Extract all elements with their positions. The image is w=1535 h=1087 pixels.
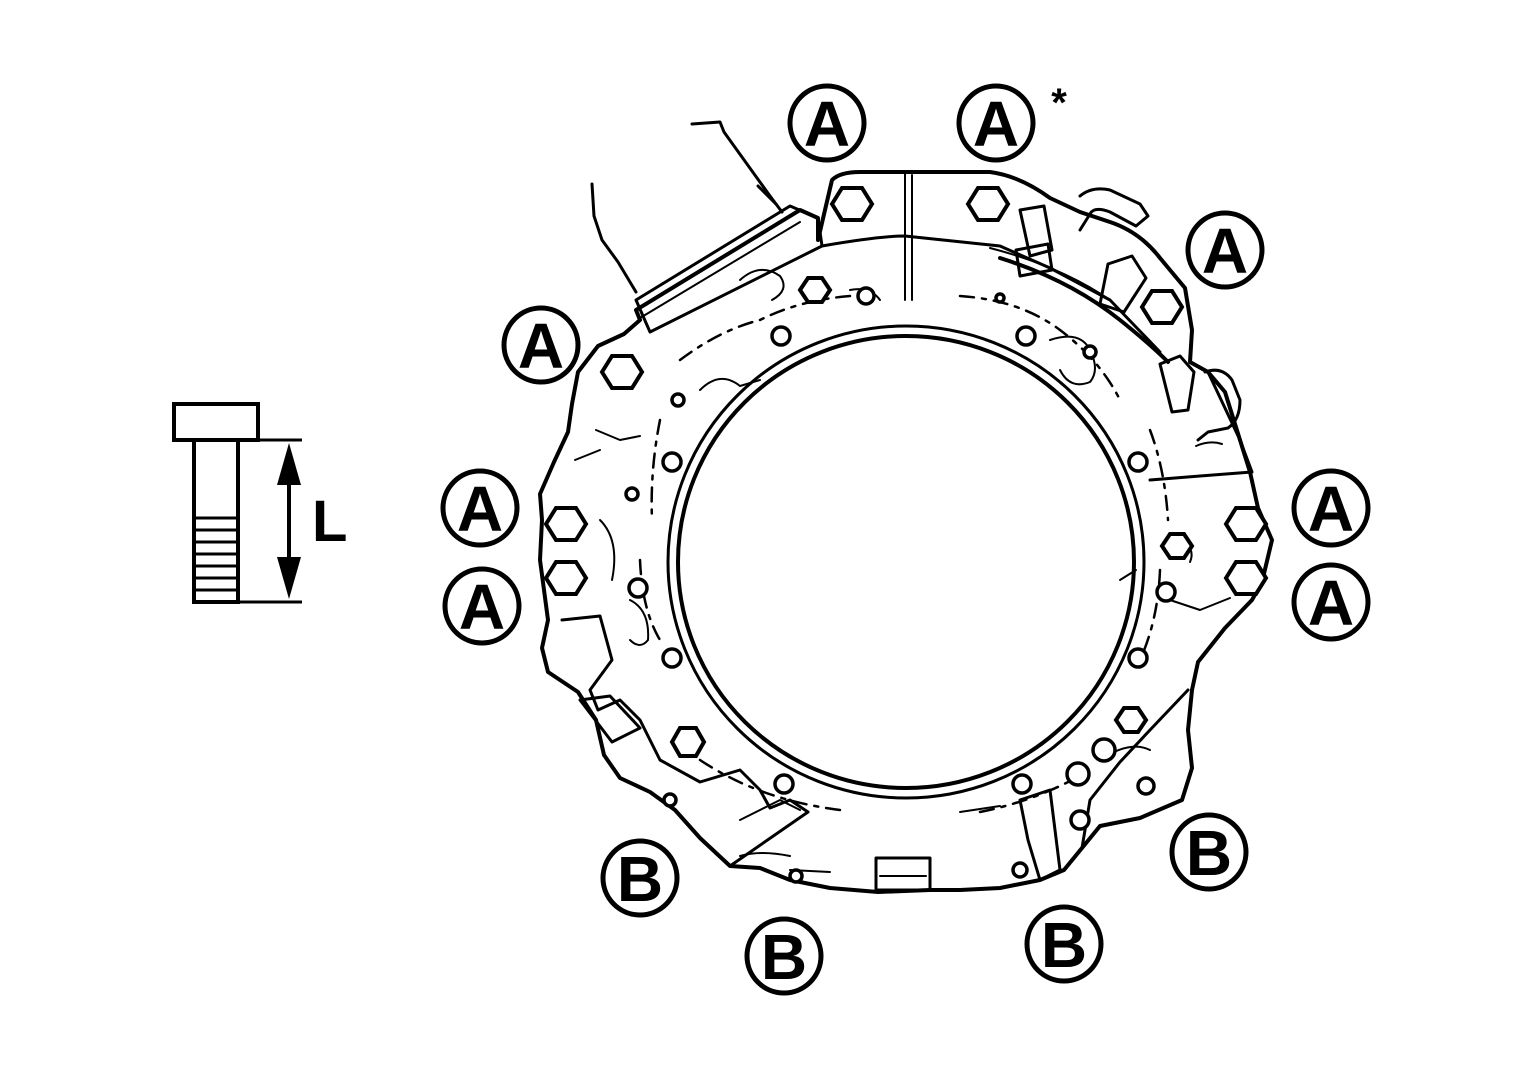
callout-b-bottom-left: B	[600, 838, 680, 918]
hex-bolt	[1223, 560, 1269, 596]
bolt-hole	[662, 792, 678, 808]
bolt-hole	[1015, 325, 1037, 347]
bolt-hole	[773, 773, 795, 795]
callout-a-top-left: A	[787, 83, 867, 163]
bolt-head	[172, 402, 260, 442]
callout-label: A	[973, 88, 1019, 160]
hex-bolt	[543, 560, 589, 596]
bolt-hole	[856, 286, 876, 306]
callout-a-top-right: A *	[956, 81, 1067, 163]
bolt-shank	[192, 438, 240, 604]
bolt-hole	[1091, 737, 1117, 763]
callout-label: A	[1308, 473, 1354, 545]
bolt-hole	[770, 325, 792, 347]
hex-bolt	[829, 186, 875, 222]
bolt-hole	[661, 647, 683, 669]
hex-bolt	[1139, 289, 1185, 325]
hex-bolt	[1223, 506, 1269, 542]
hex-bolt	[1113, 706, 1149, 734]
bolt-hole	[994, 292, 1006, 304]
dim-arrow-up	[277, 443, 301, 485]
callout-label: A	[518, 310, 564, 382]
bolt-hole	[1065, 761, 1091, 787]
surface-details	[574, 269, 1231, 873]
bolt-hole	[670, 392, 686, 408]
callout-a-left-mid: A	[440, 468, 520, 548]
bolt-hole	[661, 451, 683, 473]
hex-bolts	[543, 186, 1269, 758]
bolt-hole	[1011, 861, 1029, 879]
callout-label: A	[1308, 567, 1354, 639]
bolt-threads	[194, 516, 238, 592]
callout-a-right-mid: A	[1291, 468, 1371, 548]
hex-bolt	[1159, 532, 1195, 560]
bolt-hole	[1069, 809, 1091, 831]
pipe-assembly	[989, 187, 1242, 447]
asterisk-marker: *	[1051, 81, 1067, 125]
callout-b-bottom-right: B	[1169, 812, 1249, 892]
bolt-hole	[1127, 451, 1149, 473]
leader-wires	[590, 120, 784, 294]
callout-b-bottom-center-right: B	[1024, 904, 1104, 984]
hex-bolt	[543, 506, 589, 542]
callout-a-left-low: A	[442, 566, 522, 646]
callout-label: B	[1186, 817, 1232, 889]
bolt-hole	[1011, 773, 1033, 795]
hex-bolt	[965, 186, 1011, 222]
bolt-hole	[1155, 581, 1177, 603]
callout-label: A	[457, 473, 503, 545]
bolt-hole	[1127, 647, 1149, 669]
right-mount-block	[1148, 360, 1254, 482]
housing-body	[538, 170, 1274, 894]
bolt-length-label: L	[312, 489, 347, 554]
inner-bore	[666, 324, 1146, 800]
bottom-tab	[874, 856, 932, 892]
callout-a-upper-right: A	[1185, 210, 1265, 290]
callout-label: A	[459, 571, 505, 643]
bolt-length-legend: L	[172, 402, 347, 604]
dim-arrow-down	[277, 557, 301, 599]
top-left-bracket	[634, 204, 824, 334]
bolt-hole	[1136, 776, 1156, 796]
hex-bolt	[599, 354, 645, 390]
hex-bolt	[669, 726, 707, 758]
callout-a-right-low: A	[1291, 562, 1371, 642]
callout-label: A	[1202, 215, 1248, 287]
callout-label: B	[617, 843, 663, 915]
bolt-hole	[624, 486, 640, 502]
bolt-hole	[788, 868, 804, 884]
callout-label: B	[761, 921, 807, 993]
hex-bolt	[797, 276, 833, 304]
callout-label: B	[1041, 909, 1087, 981]
callout-a-left-upper: A	[501, 305, 581, 385]
bolt-hole	[1082, 344, 1098, 360]
bolt-holes	[624, 286, 1177, 884]
callout-label: A	[804, 88, 850, 160]
callout-b-bottom-center-left: B	[744, 916, 824, 996]
bolt-hole	[627, 577, 649, 599]
